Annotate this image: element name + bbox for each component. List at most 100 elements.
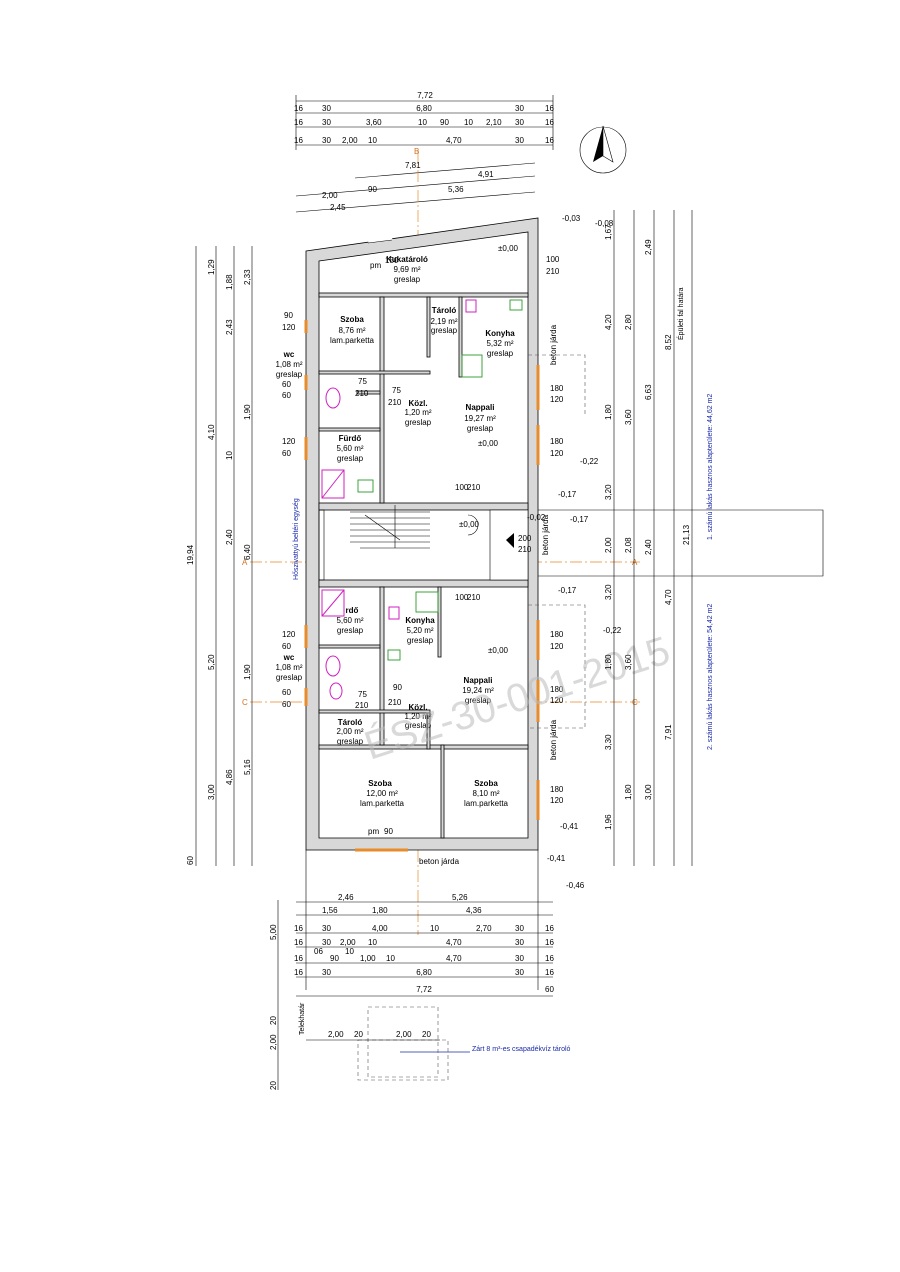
- dim-label: 10: [386, 954, 395, 963]
- dim-label: 2,00: [604, 537, 613, 553]
- room-area: 5,32 m²: [486, 339, 513, 348]
- opening-label: 210: [467, 593, 481, 602]
- opening-label: 60: [282, 688, 291, 697]
- dim-label: 3,00: [207, 784, 216, 800]
- dim-label: 7,91: [664, 724, 673, 740]
- dim-top-overall: 7,72: [417, 91, 433, 100]
- area-note-1: 1. számú lakás hasznos alapterülete: 44,…: [707, 394, 714, 540]
- dim-label: 4,70: [446, 954, 462, 963]
- dim-label: 16: [545, 968, 554, 977]
- dim-label: 10: [368, 938, 377, 947]
- opening-label: 210: [546, 267, 560, 276]
- dim-label: 30: [322, 118, 331, 127]
- dim-label: 2,80: [624, 314, 633, 330]
- dim-label: 8,52: [664, 334, 673, 350]
- dim-label: 4,70: [446, 938, 462, 947]
- entrance-door: [467, 514, 514, 548]
- dim-label: 30: [515, 104, 524, 113]
- level-mark: ±0,00: [478, 439, 499, 448]
- level-mark: -0,41: [560, 822, 579, 831]
- level-mark: -0,22: [603, 626, 622, 635]
- dim-label: 2,00: [328, 1030, 344, 1039]
- dim-label: 20: [269, 1016, 278, 1025]
- dim-label: 2,49: [644, 239, 653, 255]
- room-name: rdő: [346, 606, 359, 615]
- dim-label: 20: [354, 1030, 363, 1039]
- door-label-200: 200: [518, 534, 532, 543]
- windows: [304, 234, 540, 852]
- opening-label: 100: [455, 483, 469, 492]
- room-finish: greslap: [337, 626, 364, 635]
- room-finish: lam.parketta: [330, 336, 375, 345]
- area-note-2: 2. számú lakás hasznos alapterülete: 54,…: [707, 604, 714, 750]
- opening-label: 210: [388, 698, 402, 707]
- dim-label: 30: [515, 938, 524, 947]
- dim-label: 20: [269, 1081, 278, 1090]
- room-area: 19,24 m²: [462, 686, 494, 695]
- dim-label: 4,00: [372, 924, 388, 933]
- dim-label: 5,20: [207, 654, 216, 670]
- beton-jarda-bottom: beton járda: [419, 857, 460, 866]
- room-area: 9,69 m²: [393, 265, 420, 274]
- dim-label: 5,36: [448, 185, 464, 194]
- level-mark: -0,41: [547, 854, 566, 863]
- dim-label: 16: [545, 104, 554, 113]
- opening-label: 210: [355, 389, 369, 398]
- room-area: 1,08 m²: [275, 360, 302, 369]
- room-name: Szoba: [340, 315, 364, 324]
- dim-label: 90: [440, 118, 449, 127]
- dim-label: 4,70: [446, 136, 462, 145]
- dim-label: 16: [545, 924, 554, 933]
- opening-label: 180: [550, 437, 564, 446]
- dim-label: 1,88: [225, 274, 234, 290]
- epuletfal-note: Épületi fal határa: [676, 287, 685, 340]
- dim-label: 10: [225, 451, 234, 460]
- dim-label: 3,20: [604, 484, 613, 500]
- opening-label: pm: [368, 827, 379, 836]
- dim-label: 16: [294, 136, 303, 145]
- room-area: 2,19 m²: [430, 317, 457, 326]
- dim-label: 30: [322, 924, 331, 933]
- dim-label: 2,00: [340, 938, 356, 947]
- dim-label: 10: [368, 136, 377, 145]
- opening-label: 60: [282, 391, 291, 400]
- opening-label: 180: [550, 785, 564, 794]
- room-finish: greslap: [276, 370, 303, 379]
- dim-label: 60: [186, 856, 195, 865]
- building-walls: [305, 217, 539, 851]
- room-finish: lam.parketta: [464, 799, 509, 808]
- opening-label: 60: [282, 449, 291, 458]
- room-name: wc: [283, 653, 295, 662]
- beton-jarda-mid: beton járda: [541, 514, 550, 555]
- axis-label-a-right: A: [632, 558, 638, 567]
- dim-label: 2,43: [225, 319, 234, 335]
- opening-label: 180: [550, 630, 564, 639]
- opening-label: 90: [393, 683, 402, 692]
- dim-label: 19,94: [186, 544, 195, 565]
- room-area: 5,60 m²: [336, 444, 363, 453]
- opening-label: 60: [282, 380, 291, 389]
- dim-label: 5,16: [243, 759, 252, 775]
- dim-label: 2,10: [486, 118, 502, 127]
- room-name: Kukatároló: [386, 255, 428, 264]
- level-mark: -0,08: [595, 219, 614, 228]
- opening-label: 120: [282, 323, 296, 332]
- notes: beton járda beton járda beton járda beto…: [293, 287, 714, 1053]
- dim-label: 3,20: [604, 584, 613, 600]
- dim-label: 2,40: [644, 539, 653, 555]
- room-area: 12,00 m²: [366, 789, 398, 798]
- dim-label: 16: [545, 938, 554, 947]
- dim-label: 16: [294, 104, 303, 113]
- dim-label: 1,56: [322, 906, 338, 915]
- dim-label: 30: [322, 938, 331, 947]
- opening-label: 100: [546, 255, 560, 264]
- opening-label: 120: [282, 630, 296, 639]
- room-name: Közl.: [408, 399, 427, 408]
- dim-label: 3,00: [644, 784, 653, 800]
- dim-label: 4,86: [225, 769, 234, 785]
- room-area: 8,76 m²: [338, 326, 365, 335]
- opening-label: 150: [385, 256, 399, 265]
- axis-label-b: B: [414, 147, 419, 156]
- dim-label: 10: [418, 118, 427, 127]
- opening-label: 60: [282, 642, 291, 651]
